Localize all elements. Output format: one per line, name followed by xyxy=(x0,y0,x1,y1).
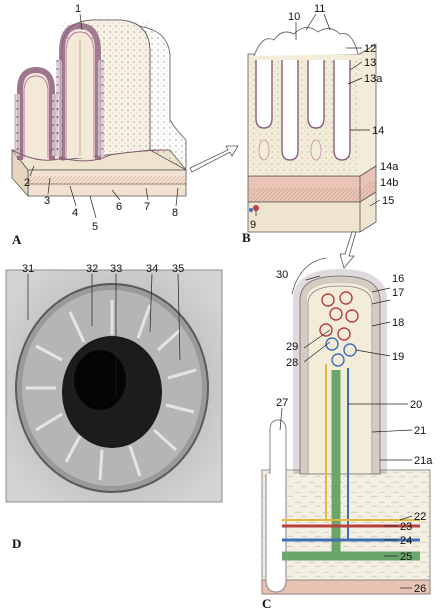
label-28: 28 xyxy=(286,357,298,369)
label-34: 34 xyxy=(146,263,158,275)
label-24: 24 xyxy=(400,535,412,547)
label-19: 19 xyxy=(392,351,404,363)
label-13: 13 xyxy=(364,57,376,69)
label-27: 27 xyxy=(276,397,288,409)
label-11: 11 xyxy=(314,3,325,15)
label-20: 20 xyxy=(410,399,422,411)
label-26: 26 xyxy=(414,583,426,595)
panel-label-b: B xyxy=(242,230,251,245)
label-30: 30 xyxy=(276,269,288,281)
panel-label-c: C xyxy=(262,596,271,611)
label-17: 17 xyxy=(392,287,404,299)
label-21a: 21a xyxy=(414,455,433,467)
label-8: 8 xyxy=(172,207,178,219)
label-5: 5 xyxy=(92,221,98,233)
label-32: 32 xyxy=(86,263,98,275)
panel-a-illustration xyxy=(12,20,238,196)
label-29: 29 xyxy=(286,341,298,353)
label-16: 16 xyxy=(392,273,404,285)
panel-label-d: D xyxy=(12,536,21,551)
label-22: 22 xyxy=(414,511,426,523)
label-14: 14 xyxy=(372,125,384,137)
label-14a: 14a xyxy=(380,161,399,173)
label-10: 10 xyxy=(288,11,300,23)
label-14b: 14b xyxy=(380,177,398,189)
label-25: 25 xyxy=(400,551,412,563)
label-18: 18 xyxy=(392,317,404,329)
label-35: 35 xyxy=(172,263,184,275)
panel-d-micrograph xyxy=(6,270,222,502)
label-7: 7 xyxy=(144,201,150,213)
label-23: 23 xyxy=(400,521,412,533)
label-1: 1 xyxy=(75,3,81,15)
label-15: 15 xyxy=(382,195,394,207)
label-13a: 13a xyxy=(364,73,383,85)
label-33: 33 xyxy=(110,263,122,275)
label-12: 12 xyxy=(364,43,376,55)
label-31: 31 xyxy=(22,263,34,275)
label-21: 21 xyxy=(414,425,426,437)
panel-b-illustration xyxy=(248,27,376,268)
label-2: 2 xyxy=(24,177,30,189)
label-6: 6 xyxy=(116,201,122,213)
panel-label-a: A xyxy=(12,232,22,247)
label-4: 4 xyxy=(72,207,78,219)
label-3: 3 xyxy=(44,195,50,207)
label-9: 9 xyxy=(250,219,256,231)
